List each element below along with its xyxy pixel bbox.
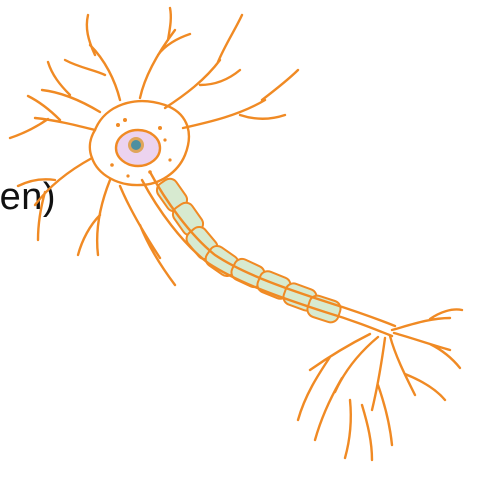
myelin-segment xyxy=(305,294,342,325)
nucleolus xyxy=(131,140,141,150)
myelin-sheath xyxy=(154,176,343,325)
axon xyxy=(150,172,395,326)
